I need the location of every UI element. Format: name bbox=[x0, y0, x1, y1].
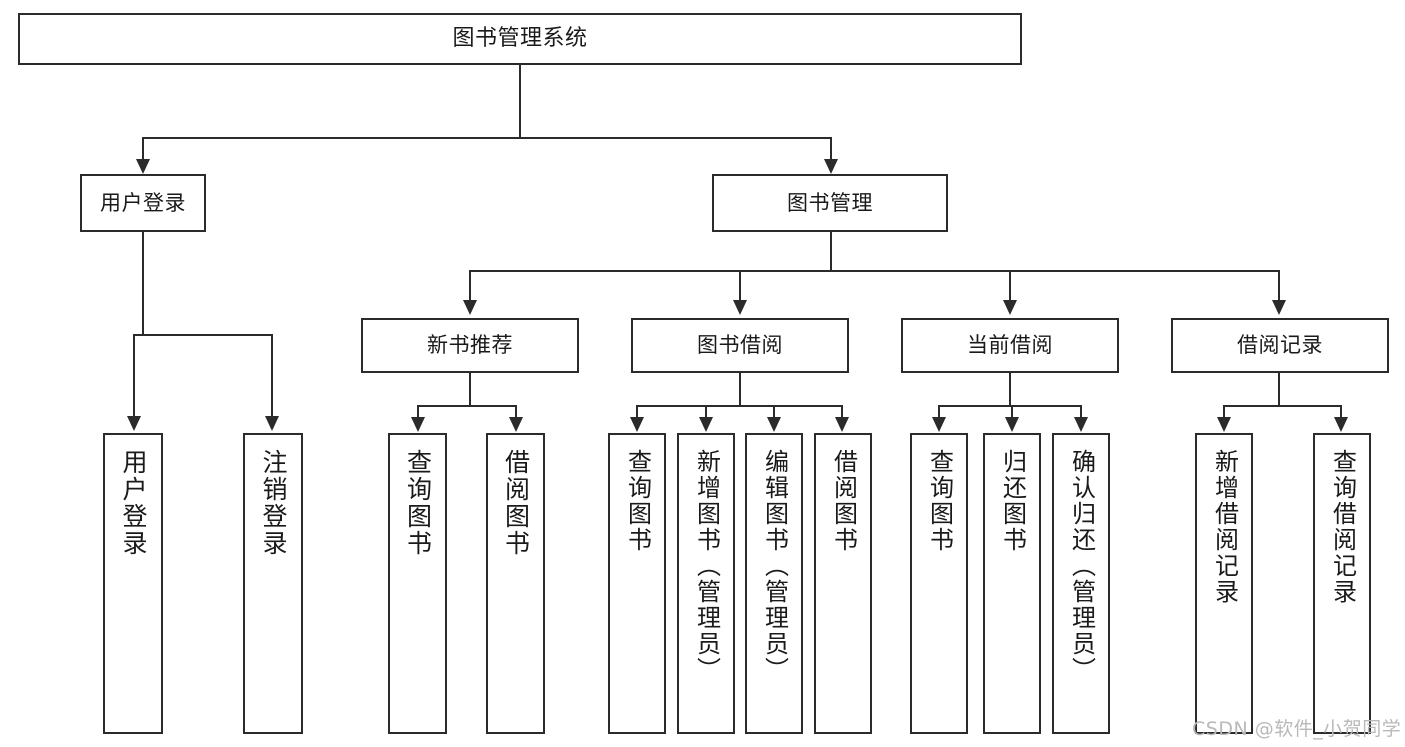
connector-user-login-bar bbox=[133, 334, 273, 336]
leaf-borrow-book-new-recommend[interactable]: 借阅图书 bbox=[486, 433, 545, 734]
arrow-leaf-return-book bbox=[1005, 417, 1019, 432]
connector-cb-l2 bbox=[1011, 405, 1013, 419]
connector-to-current-borrow bbox=[1009, 270, 1011, 302]
arrow-leaf-query-book-2 bbox=[630, 417, 644, 432]
connector-root-stem bbox=[519, 65, 521, 138]
arrow-leaf-user-logout bbox=[265, 416, 279, 431]
leaf-edit-book-admin[interactable]: 编辑图书（管理员） bbox=[745, 433, 803, 734]
node-label: 新增借阅记录 bbox=[1210, 449, 1239, 605]
arrow-leaf-user-login bbox=[127, 416, 141, 431]
arrow-leaf-query-book-3 bbox=[932, 417, 946, 432]
leaf-query-borrow-record[interactable]: 查询借阅记录 bbox=[1313, 433, 1371, 734]
node-label: 借阅记录 bbox=[1237, 333, 1323, 358]
arrow-to-new-book-recommend bbox=[463, 300, 477, 315]
connector-br-l2 bbox=[1340, 405, 1342, 419]
connector-level2-bar bbox=[142, 137, 832, 139]
node-label: 编辑图书（管理员） bbox=[760, 449, 789, 683]
arrow-leaf-confirm-return bbox=[1074, 417, 1088, 432]
node-label: 确认归还（管理员） bbox=[1067, 449, 1096, 683]
leaf-confirm-return-admin[interactable]: 确认归还（管理员） bbox=[1052, 433, 1110, 734]
connector-cb-l3 bbox=[1080, 405, 1082, 419]
leaf-query-book-current[interactable]: 查询图书 bbox=[910, 433, 968, 734]
node-borrow-record[interactable]: 借阅记录 bbox=[1171, 318, 1389, 373]
node-label: 当前借阅 bbox=[967, 333, 1053, 358]
csdn-watermark: CSDN @软件_小贺同学 bbox=[1192, 718, 1402, 740]
connector-bb-stem bbox=[739, 373, 741, 407]
node-new-book-recommend[interactable]: 新书推荐 bbox=[361, 318, 579, 373]
connector-nbr-bar bbox=[417, 405, 516, 407]
connector-level3-bar bbox=[469, 270, 1280, 272]
arrow-leaf-query-book-1 bbox=[411, 417, 425, 432]
arrow-leaf-query-record bbox=[1334, 417, 1348, 432]
node-label: 图书借阅 bbox=[697, 333, 783, 358]
node-label: 图书管理系统 bbox=[452, 26, 588, 52]
node-label: 图书管理 bbox=[787, 190, 873, 215]
connector-br-l1 bbox=[1223, 405, 1225, 419]
connector-user-login-left bbox=[133, 334, 135, 418]
leaf-user-login[interactable]: 用户登录 bbox=[103, 433, 163, 734]
connector-cb-stem bbox=[1009, 373, 1011, 407]
leaf-add-borrow-record[interactable]: 新增借阅记录 bbox=[1195, 433, 1253, 734]
connector-to-borrow-record bbox=[1278, 270, 1280, 302]
arrow-to-book-manage bbox=[824, 159, 838, 174]
connector-user-login-stem bbox=[142, 232, 144, 335]
node-label: 查询图书 bbox=[403, 449, 433, 557]
leaf-query-book-new-recommend[interactable]: 查询图书 bbox=[388, 433, 447, 734]
node-label: 查询图书 bbox=[623, 449, 652, 553]
node-label: 归还图书 bbox=[998, 449, 1027, 553]
node-label: 借阅图书 bbox=[501, 449, 531, 557]
node-root-system[interactable]: 图书管理系统 bbox=[18, 13, 1022, 65]
arrow-leaf-edit-book bbox=[767, 417, 781, 432]
connector-to-user-login bbox=[142, 137, 144, 161]
node-label: 新书推荐 bbox=[427, 333, 513, 358]
node-label: 查询借阅记录 bbox=[1328, 449, 1357, 605]
leaf-return-book[interactable]: 归还图书 bbox=[983, 433, 1041, 734]
connector-bb-l1 bbox=[636, 405, 638, 419]
connector-cb-l1 bbox=[938, 405, 940, 419]
connector-cb-bar bbox=[938, 405, 1081, 407]
node-label: 借阅图书 bbox=[829, 449, 858, 553]
connector-to-book-borrow bbox=[739, 270, 741, 302]
arrow-to-current-borrow bbox=[1003, 300, 1017, 315]
connector-nbr-stem bbox=[469, 373, 471, 407]
arrow-to-user-login bbox=[136, 159, 150, 174]
node-label: 用户登录 bbox=[119, 449, 148, 557]
arrow-leaf-add-book bbox=[699, 417, 713, 432]
connector-bb-bar bbox=[636, 405, 843, 407]
node-user-login[interactable]: 用户登录 bbox=[80, 174, 206, 232]
node-label: 查询图书 bbox=[925, 449, 954, 553]
node-label: 注销登录 bbox=[259, 449, 288, 557]
connector-br-stem bbox=[1278, 373, 1280, 407]
node-label: 新增图书（管理员） bbox=[692, 449, 721, 683]
arrow-leaf-borrow-book-2 bbox=[835, 417, 849, 432]
arrow-leaf-borrow-book-1 bbox=[509, 417, 523, 432]
arrow-to-book-borrow bbox=[733, 300, 747, 315]
connector-user-login-right bbox=[271, 334, 273, 418]
connector-bb-l2 bbox=[705, 405, 707, 419]
leaf-add-book-admin[interactable]: 新增图书（管理员） bbox=[677, 433, 735, 734]
connector-book-manage-stem bbox=[830, 232, 832, 272]
leaf-borrow-book[interactable]: 借阅图书 bbox=[814, 433, 872, 734]
node-book-manage[interactable]: 图书管理 bbox=[712, 174, 948, 232]
connector-bb-l4 bbox=[841, 405, 843, 419]
node-current-borrow[interactable]: 当前借阅 bbox=[901, 318, 1119, 373]
node-book-borrow[interactable]: 图书借阅 bbox=[631, 318, 849, 373]
arrow-leaf-add-record bbox=[1217, 417, 1231, 432]
connector-br-bar bbox=[1223, 405, 1342, 407]
leaf-user-logout[interactable]: 注销登录 bbox=[243, 433, 303, 734]
node-label: 用户登录 bbox=[100, 190, 186, 215]
connector-to-book-manage bbox=[830, 137, 832, 161]
connector-bb-l3 bbox=[773, 405, 775, 419]
connector-to-new-book-recommend bbox=[469, 270, 471, 302]
connector-nbr-l2 bbox=[515, 405, 517, 419]
arrow-to-borrow-record bbox=[1272, 300, 1286, 315]
connector-nbr-l1 bbox=[417, 405, 419, 419]
leaf-query-book-borrow[interactable]: 查询图书 bbox=[608, 433, 666, 734]
